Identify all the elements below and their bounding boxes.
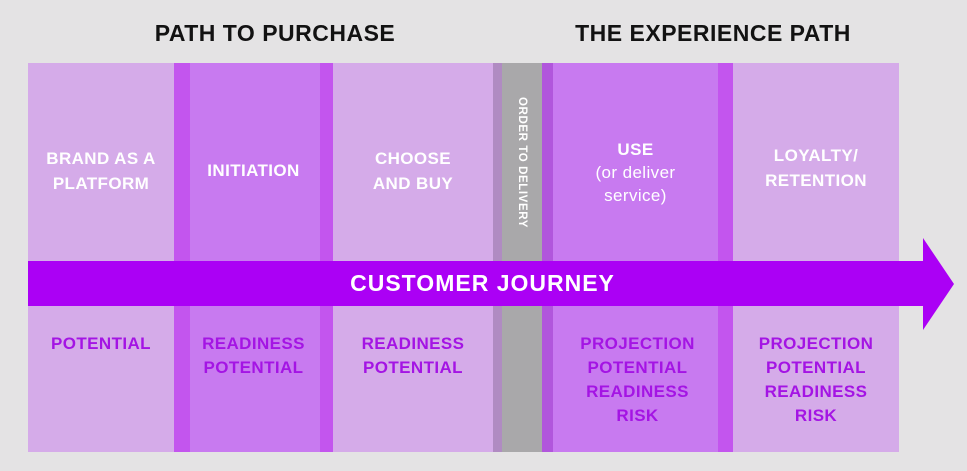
column-choose-and-buy — [333, 63, 493, 452]
column-initiation — [190, 63, 320, 452]
column-use — [553, 63, 718, 452]
path-to-purchase-title: PATH TO PURCHASE — [154, 20, 396, 46]
column-brand-as-a-platform — [28, 63, 174, 452]
gray-column-right-edge — [542, 63, 553, 452]
stage-label-use: USE (or deliver service) — [553, 138, 718, 207]
gray-column-left-edge — [493, 63, 502, 452]
factors-choose-and-buy: READINESS POTENTIAL — [361, 334, 465, 377]
stage-label-brand-as-a-platform: BRAND AS A PLATFORM — [46, 149, 156, 193]
use-label-note: (or deliver service) — [595, 163, 676, 205]
column-order-to-delivery — [502, 63, 542, 452]
stage-label-choose-and-buy: CHOOSE AND BUY — [372, 149, 454, 193]
column-divider — [320, 63, 333, 452]
factors-brand-as-a-platform: POTENTIAL — [51, 334, 151, 353]
factors-initiation: READINESS POTENTIAL — [202, 334, 305, 377]
stage-label-loyalty-retention: LOYALTY/ RETENTION — [765, 146, 867, 190]
column-divider — [174, 63, 190, 452]
customer-journey-arrow-label: CUSTOMER JOURNEY — [350, 270, 615, 296]
factors-loyalty-retention: PROJECTION POTENTIAL READINESS RISK — [758, 334, 874, 425]
experience-path-title: THE EXPERIENCE PATH — [575, 20, 851, 46]
column-divider — [718, 63, 733, 452]
use-label-bold: USE — [617, 140, 654, 159]
stage-label-order-to-delivery: ORDER TO DELIVERY — [516, 96, 528, 228]
factors-use: PROJECTION POTENTIAL READINESS RISK — [580, 334, 695, 425]
customer-journey-arrow: CUSTOMER JOURNEY — [28, 261, 923, 306]
column-loyalty-retention — [733, 63, 899, 452]
arrow-head — [923, 238, 954, 330]
stage-label-initiation: INITIATION — [207, 161, 300, 180]
